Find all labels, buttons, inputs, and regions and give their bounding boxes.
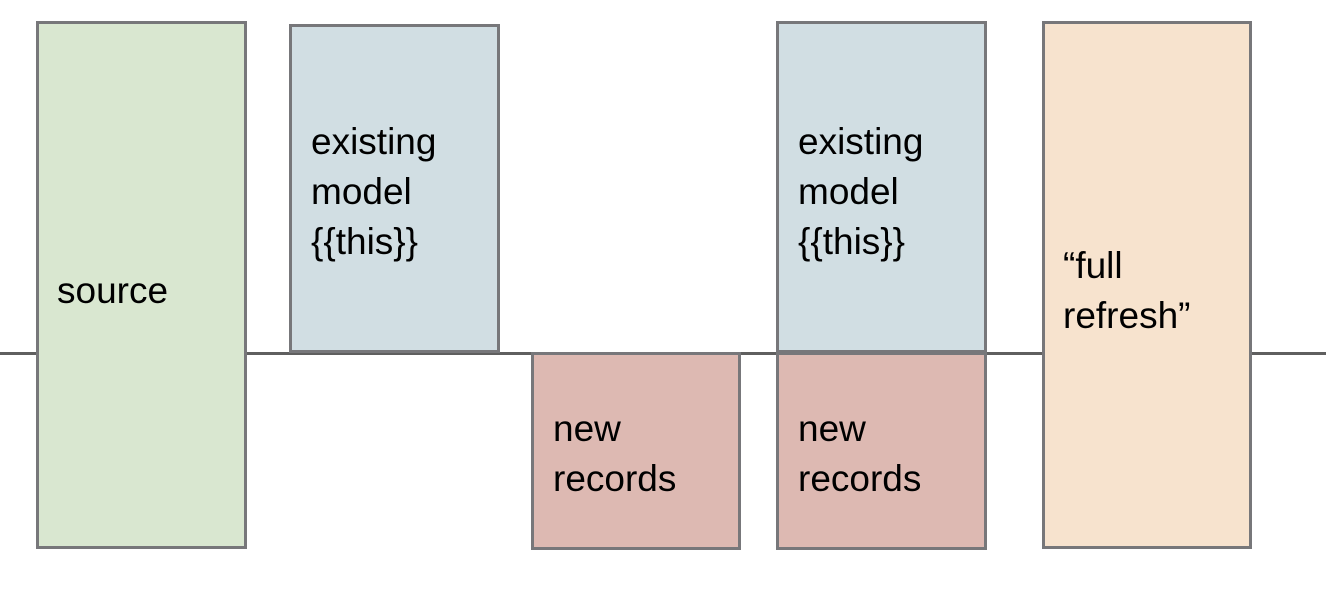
box-new-records-1[interactable] — [531, 352, 741, 550]
box-existing-model-1-label: existing model {{this}} — [311, 121, 437, 262]
box-existing-model-1[interactable] — [289, 24, 500, 353]
box-full-refresh[interactable] — [1042, 21, 1252, 549]
box-source-label: source — [57, 270, 169, 311]
box-new-records-2[interactable] — [776, 352, 987, 550]
box-full-refresh-label: “full refresh” — [1063, 245, 1191, 336]
box-new-records-2-label: new records — [798, 408, 922, 499]
box-existing-model-2-label: existing model {{this}} — [798, 121, 924, 262]
box-source[interactable] — [36, 21, 247, 549]
box-existing-model-2[interactable] — [776, 21, 987, 353]
box-new-records-1-label: new records — [553, 408, 677, 499]
